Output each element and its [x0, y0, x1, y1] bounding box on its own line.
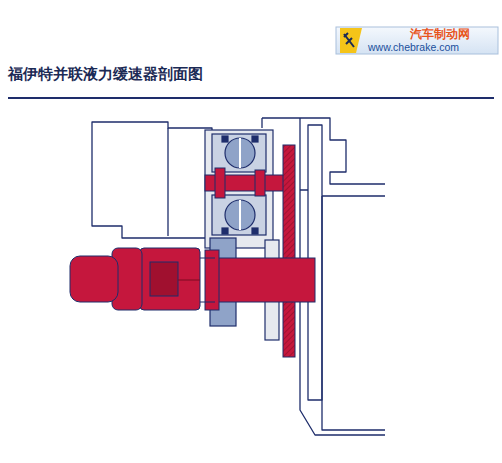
drive-train	[70, 145, 315, 357]
header-rule	[8, 97, 494, 99]
logo-url: www.chebrake.com	[368, 41, 459, 53]
diagram-title: 福伊特并联液力缓速器剖面图	[8, 65, 203, 82]
housing	[92, 118, 385, 435]
retarder-housing	[205, 130, 279, 340]
logo	[336, 27, 498, 54]
logo-name: 汽车制动网	[410, 28, 470, 41]
